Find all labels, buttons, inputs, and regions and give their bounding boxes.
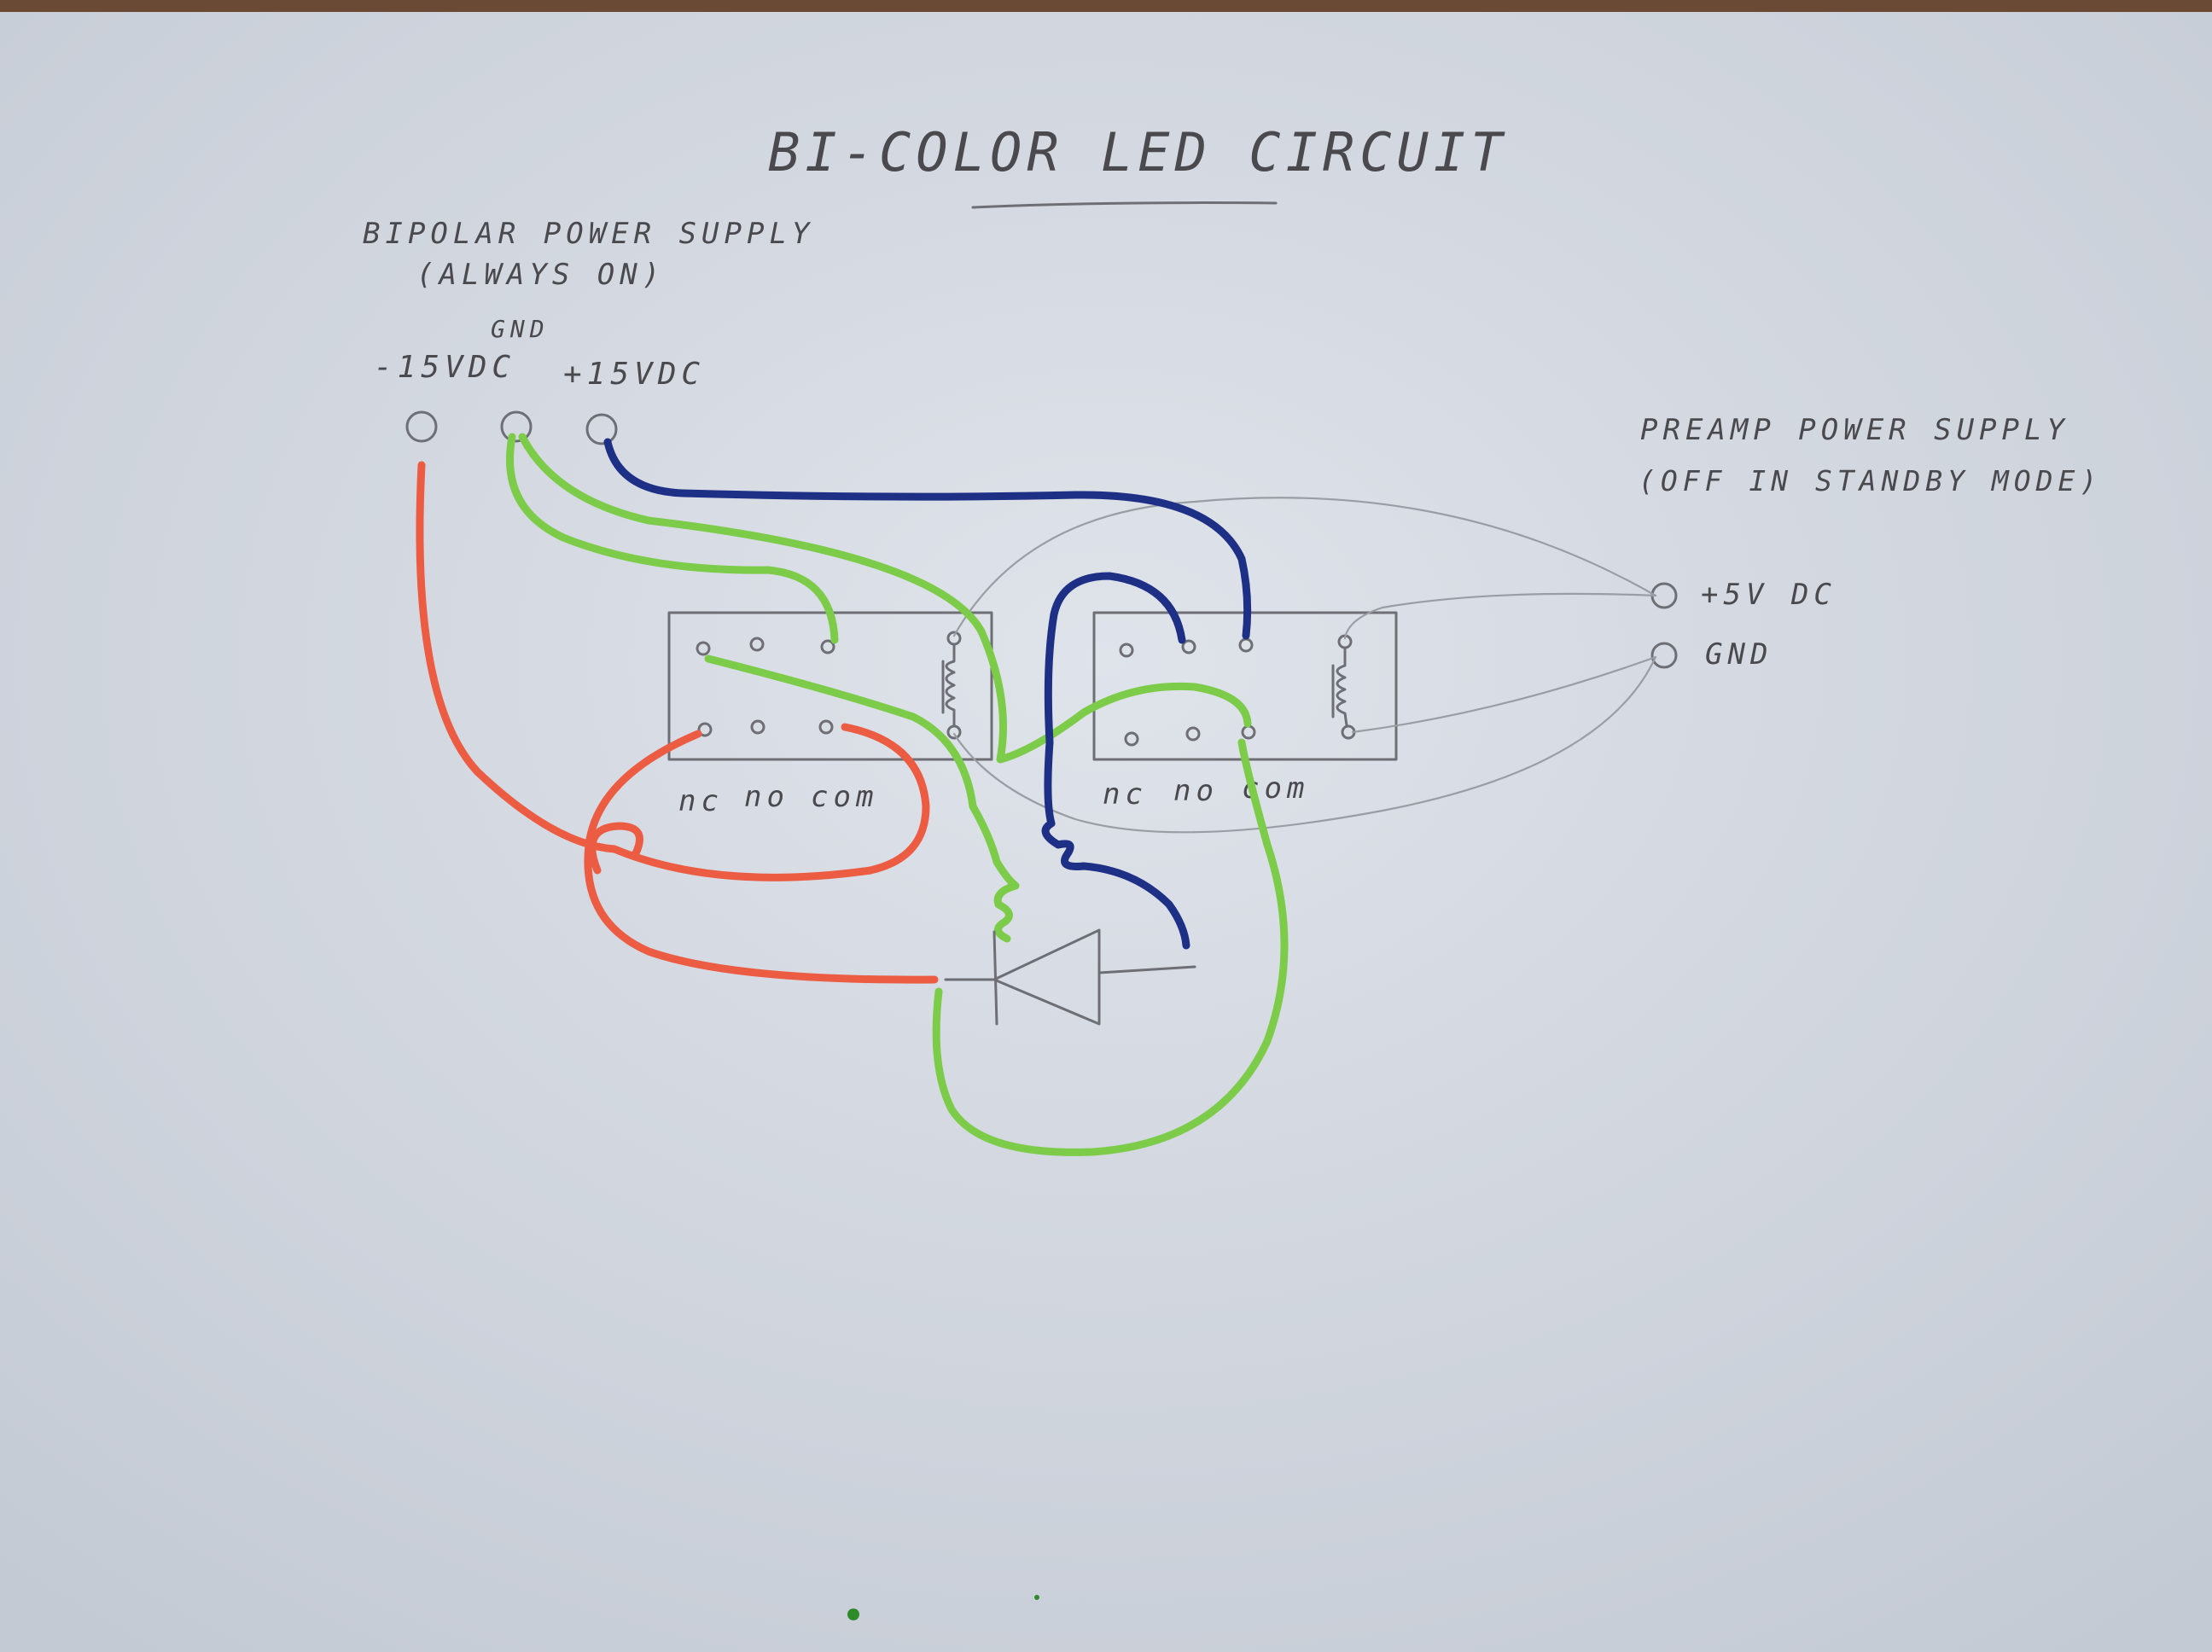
pencil-wires (952, 497, 1657, 834)
title-underline (971, 201, 1278, 209)
gnd-wire-to-right-coil (1351, 655, 1657, 734)
ink-speck (847, 1608, 859, 1620)
relay-left-pin (696, 641, 711, 656)
relay-left-coil (945, 643, 956, 728)
red-wires (416, 461, 939, 984)
relay-right-pin (1181, 639, 1196, 654)
led-diode (944, 928, 1196, 1026)
preamp-gnd-label: GND (1705, 637, 1773, 672)
relay-left (667, 611, 993, 761)
bipolar-supply-note: (ALWAYS ON) (416, 258, 665, 292)
green-wires (506, 433, 1289, 1156)
relay-right-coil (1336, 647, 1348, 727)
pos15-terminal (585, 413, 618, 445)
gnd-wire-to-left-coil (952, 655, 1657, 834)
relay-left-pin (820, 639, 835, 654)
green-wire-nc-to-coil (704, 654, 1020, 943)
pos5-wire-to-left-coil (952, 497, 1657, 637)
blue-wire-relay-right-no-to-diode (1041, 572, 1190, 950)
preamp-supply-label: PREAMP POWER SUPPLY (1640, 413, 2069, 447)
blue-wire-pos15-to-relay-right (603, 438, 1252, 640)
gnd-terminal (500, 410, 533, 443)
preamp-supply-note: (OFF IN STANDBY MODE) (1639, 464, 2102, 497)
relay-right-pin (1185, 726, 1201, 742)
neg15-terminal (405, 410, 438, 443)
blue-wires (603, 438, 1252, 950)
relay-left-pin (818, 719, 834, 735)
relay-left-no-label: no (744, 780, 789, 814)
relay-left-com-label: com (811, 780, 878, 814)
relay-right-nc-label: nc (1103, 777, 1148, 811)
green-wire-diode-loop (932, 738, 1289, 1156)
relay-left-pin (750, 719, 765, 735)
relay-right-pin (1119, 643, 1134, 658)
preamp-gnd-terminal (1650, 642, 1678, 669)
relay-right-no-label: no (1173, 774, 1219, 808)
red-wire-com-to-diode (584, 730, 939, 984)
green-wire-gnd-to-relay-left (506, 433, 839, 644)
diagram-title: BI-COLOR LED CIRCUIT (768, 121, 1508, 183)
green-wire-gnd-to-relay-right (518, 433, 1252, 764)
relay-left-pin (697, 722, 713, 737)
relay-left-pin (749, 637, 765, 652)
red-wire-loop (588, 822, 643, 875)
neg15-terminal-label: -15VDC (374, 350, 515, 385)
gnd-terminal-label: GND (491, 315, 550, 343)
pos5-terminal-label: +5V DC (1701, 578, 1837, 612)
table-edge (0, 0, 2212, 12)
relay-right-pin (1124, 731, 1139, 747)
pos5-wire-to-right-coil (1343, 592, 1657, 640)
pos15-terminal-label: +15VDC (563, 357, 705, 392)
ink-speck (1034, 1595, 1039, 1600)
relay-left-nc-label: nc (678, 784, 724, 818)
red-wire-neg15-to-no (416, 461, 930, 881)
bipolar-supply-label: BIPOLAR POWER SUPPLY (363, 217, 814, 251)
